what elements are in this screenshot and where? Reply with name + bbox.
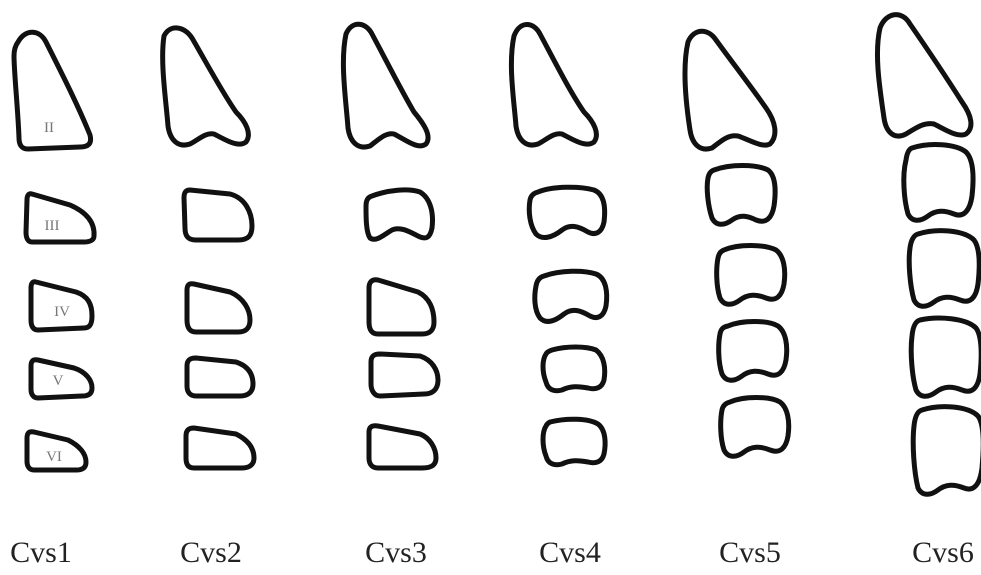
vertebra-c3-outline	[363, 187, 435, 242]
stage-label-cvs3: Cvs3	[365, 536, 427, 569]
stage-cvs2-column: Cvs2	[160, 25, 257, 569]
vertebra-c4-outline	[28, 279, 95, 333]
vertebra-c4-outline	[184, 281, 253, 335]
vertebra-c2-outline	[11, 29, 94, 152]
vertebra-c6-outline	[718, 395, 792, 459]
stage-label-cvs1: Cvs1	[10, 536, 72, 569]
vertebra-c5-outline	[184, 355, 256, 399]
vertebra-c6-outline	[540, 416, 608, 468]
vertebra-c4-outline	[714, 243, 788, 307]
stage-cvs3-column: Cvs3	[340, 21, 441, 569]
vertebra-c5-outline	[28, 357, 95, 401]
vertebra-c2-outline	[508, 22, 599, 148]
vertebra-c4-outline	[366, 277, 437, 337]
stage-cvs6-column: Cvs6	[874, 12, 981, 569]
vertebra-c3-outline	[901, 142, 976, 223]
vertebra-c2-outline	[340, 21, 431, 150]
vertebra-label-ii: II	[44, 120, 54, 136]
vertebra-c3-outline	[23, 191, 97, 245]
vertebra-c6-outline	[24, 429, 89, 473]
vertebra-c3-outline	[181, 187, 255, 243]
stage-cvs1-column: II III IV V VI Cvs1	[10, 29, 97, 569]
vertebra-c3-outline	[526, 184, 608, 240]
vertebra-c5-outline	[540, 344, 608, 394]
stage-label-cvs2: Cvs2	[180, 536, 242, 569]
vertebra-c4-outline	[532, 268, 610, 324]
vertebra-c3-outline	[704, 163, 778, 227]
vertebra-c5-outline	[368, 351, 441, 399]
stage-cvs4-column: Cvs4	[508, 22, 610, 569]
vertebra-label-iii: III	[45, 218, 60, 234]
vertebra-label-v: V	[53, 373, 64, 389]
vertebra-c2-outline	[682, 28, 778, 152]
vertebra-c4-outline	[906, 228, 981, 309]
vertebra-c6-outline	[366, 423, 439, 471]
stage-cvs5-column: Cvs5	[682, 28, 792, 569]
vertebra-label-vi: VI	[46, 449, 62, 465]
vertebra-c6-outline	[910, 404, 981, 497]
vertebra-c5-outline	[716, 319, 790, 383]
vertebra-label-iv: IV	[54, 304, 70, 320]
stage-label-cvs6: Cvs6	[912, 536, 974, 569]
stage-label-cvs4: Cvs4	[539, 536, 601, 569]
vertebra-c6-outline	[183, 425, 257, 471]
vertebra-c2-outline	[874, 12, 974, 139]
vertebra-c2-outline	[160, 25, 251, 148]
vertebra-c5-outline	[908, 315, 981, 399]
stage-label-cvs5: Cvs5	[719, 536, 781, 569]
